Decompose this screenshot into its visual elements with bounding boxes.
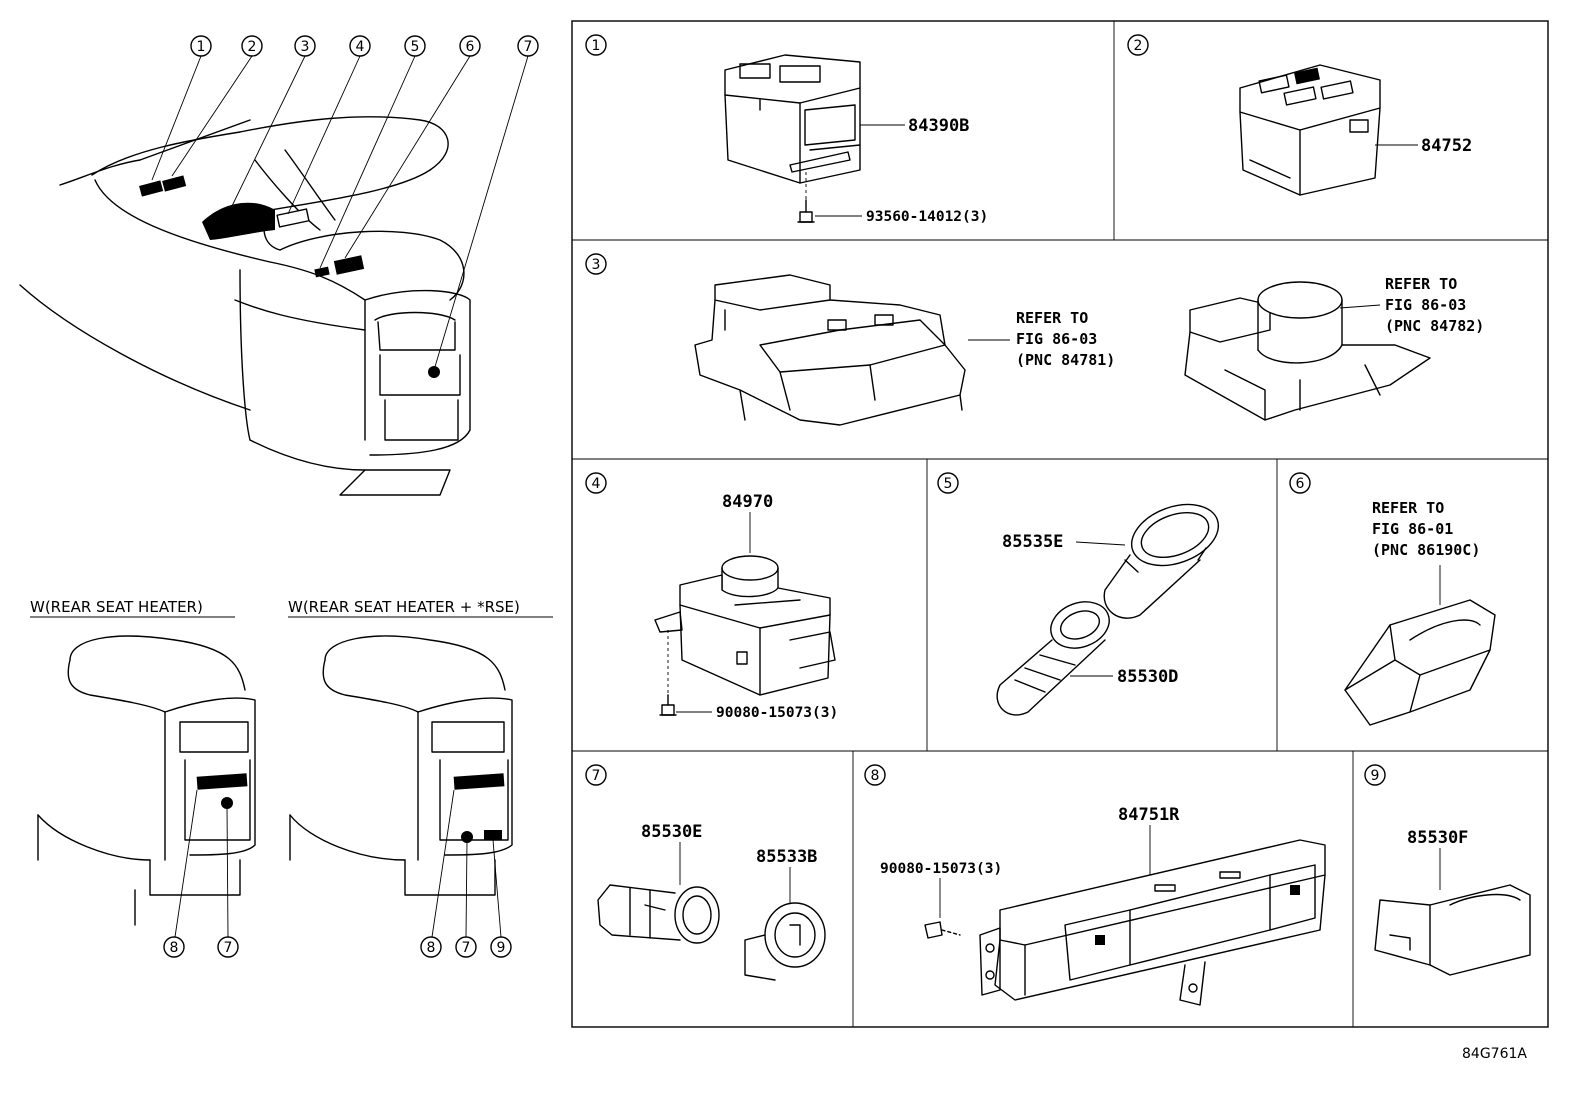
- panel-3: 3 REFER TO FIG 86-03 (PNC 84781): [585, 253, 1484, 426]
- ref-84782-line1: REFER TO: [1385, 275, 1457, 293]
- callout-5: 5: [411, 39, 420, 55]
- caption-rear-seat-heater: W(REAR SEAT HEATER): [30, 598, 203, 616]
- panel-3-number: 3: [592, 257, 601, 273]
- panel-9: 9 85530F: [1364, 764, 1531, 976]
- panel-2: 2 84752: [1127, 34, 1472, 196]
- part-85530e: 85530E: [641, 822, 702, 842]
- callout-7a: 7: [224, 940, 233, 956]
- ring-85533b-drawing: [744, 902, 826, 981]
- callout-4: 4: [356, 39, 365, 55]
- panel-1: 1 84390B 93560-14012(3): [585, 34, 988, 225]
- control-panel-84751r-drawing: [979, 839, 1326, 1006]
- panel-5: 5 85535E 85530D: [937, 472, 1220, 716]
- part-85530f: 85530F: [1407, 828, 1468, 848]
- part-85533b: 85533B: [756, 847, 817, 867]
- panel-2-number: 2: [1134, 38, 1143, 54]
- panel-9-number: 9: [1371, 768, 1380, 784]
- part-84751r: 84751R: [1118, 805, 1180, 825]
- ref-86190c-line3: (PNC 86190C): [1372, 541, 1480, 559]
- panel-7: 7 85530E 85533B: [585, 764, 826, 981]
- part-85530d: 85530D: [1117, 667, 1178, 687]
- switch-84390b-drawing: [724, 54, 861, 184]
- variant-rear-seat-heater-rse: W(REAR SEAT HEATER + *RSE) 8 7 9: [288, 598, 553, 958]
- panel-6-number: 6: [1296, 476, 1305, 492]
- screw-1: [797, 199, 815, 223]
- panel-grid: [571, 20, 1549, 1028]
- ref-84781-line2: FIG 86-03: [1016, 330, 1097, 348]
- caption-rear-seat-heater-rse: W(REAR SEAT HEATER + *RSE): [288, 598, 520, 616]
- socket-85530e-drawing: [597, 884, 720, 944]
- part-84752: 84752: [1421, 136, 1472, 156]
- screw-93560-14012: 93560-14012(3): [866, 209, 988, 225]
- console-overview: 1 2 3 4 5 6 7: [19, 35, 539, 496]
- part-85535e: 85535E: [1002, 532, 1063, 552]
- panel-8: 8 84751R 90080-15073(3): [864, 764, 1326, 1006]
- ref-86190c-line2: FIG 86-01: [1372, 520, 1453, 538]
- panel-4-number: 4: [592, 476, 601, 492]
- lighter-85535e-drawing: [1103, 503, 1220, 619]
- screw-8: [924, 921, 961, 939]
- socket-85530d-drawing: [996, 601, 1110, 716]
- bracket-84782-drawing: [1184, 281, 1431, 421]
- panel-7-number: 7: [592, 768, 601, 784]
- switch-86190c-drawing: [1344, 599, 1496, 726]
- callout-7b: 7: [462, 940, 471, 956]
- panel-8-number: 8: [871, 768, 880, 784]
- callout-7: 7: [524, 39, 533, 55]
- callout-6: 6: [466, 39, 475, 55]
- screw-4: [659, 694, 677, 716]
- bracket-84781-drawing: [694, 274, 966, 426]
- panel-6: 6 REFER TO FIG 86-01 (PNC 86190C): [1289, 472, 1496, 726]
- figure-code: 84G761A: [1462, 1046, 1527, 1062]
- callout-1: 1: [197, 39, 206, 55]
- ref-84781-line3: (PNC 84781): [1016, 351, 1115, 369]
- callout-9b: 9: [497, 940, 506, 956]
- callout-3: 3: [301, 39, 310, 55]
- ref-84782-line3: (PNC 84782): [1385, 317, 1484, 335]
- screw-90080-15073-a: 90080-15073(3): [716, 705, 838, 721]
- switch-84752-drawing: [1239, 64, 1381, 196]
- ref-86190c-line1: REFER TO: [1372, 499, 1444, 517]
- screw-90080-15073-b: 90080-15073(3): [880, 861, 1002, 877]
- part-84390b: 84390B: [908, 116, 969, 136]
- controller-84970-drawing: [654, 555, 836, 696]
- callout-8b: 8: [427, 940, 436, 956]
- part-84970: 84970: [722, 492, 773, 512]
- variant-rear-seat-heater: W(REAR SEAT HEATER) 8 7: [30, 598, 256, 958]
- overview-callouts: 1 2 3 4 5 6 7: [190, 35, 539, 57]
- ref-84782-line2: FIG 86-03: [1385, 296, 1466, 314]
- panel-4: 4 84970 90080-15073(3): [585, 472, 838, 721]
- ref-84781-line1: REFER TO: [1016, 309, 1088, 327]
- socket-85530f-drawing: [1374, 884, 1531, 976]
- callout-2: 2: [248, 39, 257, 55]
- callout-8a: 8: [170, 940, 179, 956]
- panel-1-number: 1: [592, 38, 601, 54]
- panel-5-number: 5: [944, 476, 953, 492]
